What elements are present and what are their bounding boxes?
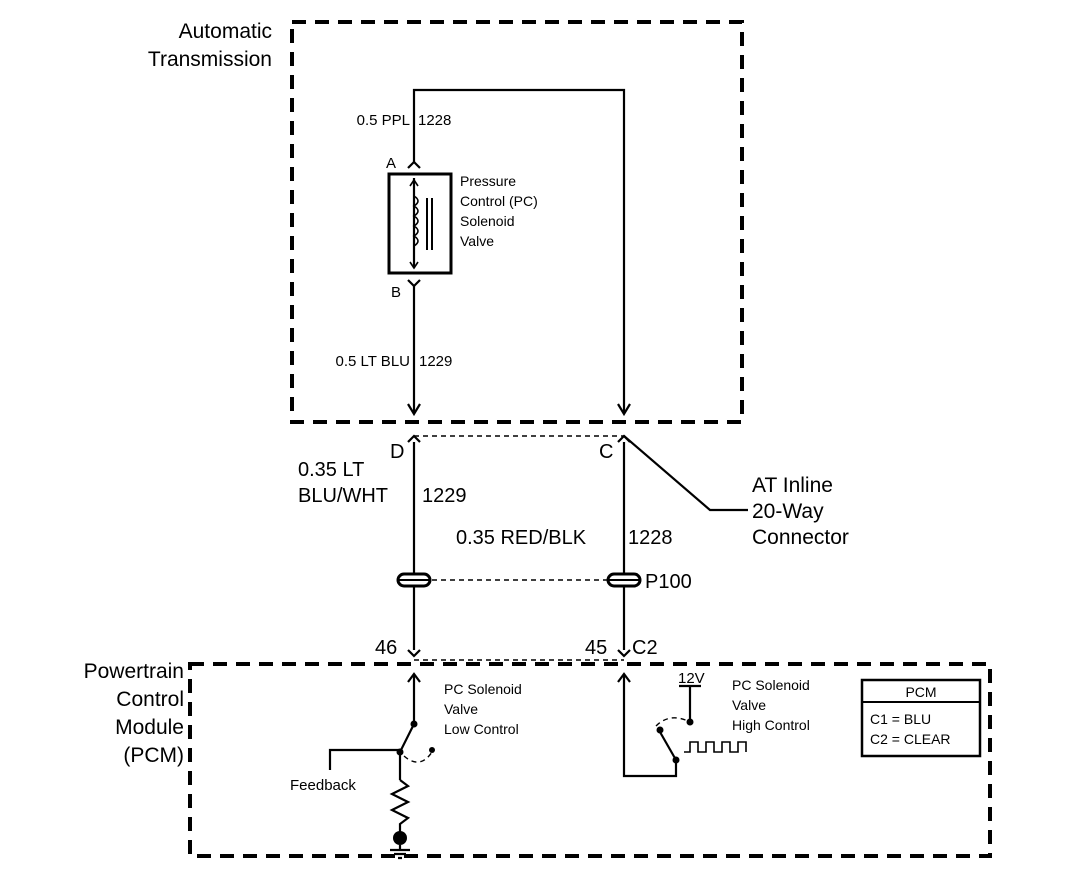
ground-node	[393, 831, 407, 845]
high-control-label-line1: PC Solenoid	[732, 677, 810, 693]
connector-d-marker	[407, 434, 421, 443]
low-control-actuation	[403, 751, 433, 763]
transmission-title-line2: Transmission	[148, 48, 272, 71]
wire-right-label: 0.35 RED/BLK	[456, 527, 587, 549]
wire-right-circuit: 1228	[628, 527, 673, 549]
pin-a-label: A	[386, 155, 396, 172]
high-control-label-line3: High Control	[732, 717, 810, 733]
splice-label: P100	[645, 571, 692, 593]
pin-a-marker	[407, 160, 421, 169]
high-control-switch-blade	[659, 731, 677, 761]
pin-46-marker	[407, 649, 421, 658]
pcm-legend-box	[860, 678, 982, 758]
wire-left-label-line1: 0.35 LT	[298, 459, 364, 481]
pcm-title-line1: Powertrain	[84, 660, 184, 683]
wire-top-circuit: 1228	[418, 112, 451, 129]
solenoid-valve-box	[387, 172, 453, 275]
pin-b-marker	[407, 279, 421, 288]
low-control-label-line3: Low Control	[444, 721, 519, 737]
high-control-input	[622, 674, 678, 778]
high-control-label-line2: Valve	[732, 697, 766, 713]
connector-label-line1: AT Inline	[752, 474, 833, 497]
connector-pin-c: C	[599, 441, 613, 463]
wire-1228-loop	[412, 88, 626, 412]
high-control-switch-pivot	[656, 726, 664, 734]
wire-top-color: 0.5 PPL	[357, 112, 410, 129]
solenoid-label-line4: Valve	[460, 233, 494, 249]
wire-bottom-circuit: 1229	[419, 353, 452, 370]
connector-label-line2: 20-Way	[752, 500, 824, 523]
pcm-legend-c2: C2 = CLEAR	[870, 731, 951, 747]
pwm-signal-icon	[684, 741, 747, 753]
low-control-switch-blade	[399, 723, 415, 753]
transmission-boundary	[290, 20, 744, 424]
wire-left-label-line2: BLU/WHT	[298, 485, 388, 507]
high-control-actuation	[655, 717, 691, 727]
solenoid-coil	[412, 195, 419, 247]
connector-pin-d: D	[390, 441, 404, 463]
low-control-label-line1: PC Solenoid	[444, 681, 522, 697]
pin-b-label: B	[391, 284, 401, 301]
pcm-title-line3: Module	[115, 716, 184, 739]
pulldown-resistor	[389, 779, 411, 832]
connector-leader-line	[623, 435, 748, 512]
supply-voltage-label: 12V	[678, 670, 705, 687]
feedback-label: Feedback	[290, 777, 356, 794]
pcm-title-line2: Control	[116, 688, 184, 711]
low-control-input-arrow	[407, 672, 421, 683]
pcm-pin-45: 45	[585, 637, 607, 659]
wire-1228-arrow	[617, 403, 631, 417]
pcm-connector-c2: C2	[632, 637, 658, 659]
wire-left-circuit: 1229	[422, 485, 467, 507]
solenoid-label-line2: Control (PC)	[460, 193, 538, 209]
wire-bottom-color: 0.5 LT BLU	[336, 353, 411, 370]
transmission-title-line1: Automatic	[179, 20, 272, 43]
connector-label-line3: Connector	[752, 526, 849, 549]
pin-45-marker	[617, 649, 631, 658]
ground-symbol	[390, 845, 410, 860]
low-control-label-line2: Valve	[444, 701, 478, 717]
solenoid-label-line3: Solenoid	[460, 213, 515, 229]
feedback-line	[328, 748, 400, 770]
pcm-pin-46: 46	[375, 637, 397, 659]
high-control-supply	[679, 684, 701, 722]
pcm-legend-title: PCM	[905, 684, 936, 700]
solenoid-arrow-down	[409, 261, 419, 270]
high-control-input-arrow	[617, 672, 631, 683]
solenoid-arrow-up	[409, 178, 419, 187]
solenoid-label-line1: Pressure	[460, 173, 516, 189]
pcm-title-line4: (PCM)	[123, 744, 184, 767]
low-control-actuation-dot	[429, 747, 435, 753]
pcm-legend-c1: C1 = BLU	[870, 711, 931, 727]
wire-1229-arrow	[407, 403, 421, 417]
pcm-boundary	[188, 662, 992, 858]
